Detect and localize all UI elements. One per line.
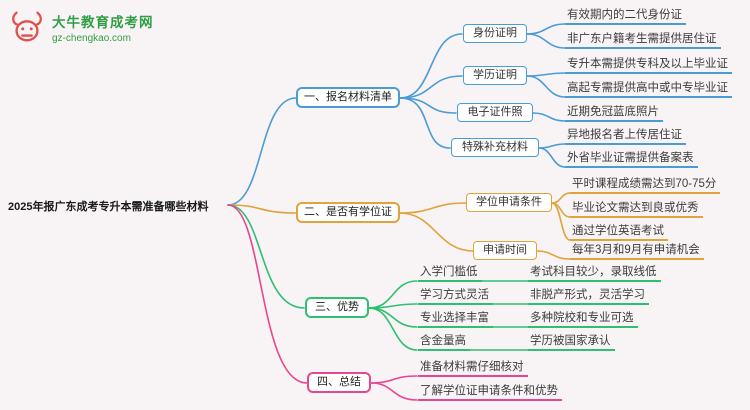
subtopic-flexible-study: 学习方式灵活 [418, 288, 493, 305]
leaf-node: 专升本需提供专科及以上毕业证 [565, 57, 732, 74]
branch-degree-certificate: 二、是否有学位证 [296, 202, 400, 223]
subtopic-major-choice: 专业选择丰富 [418, 311, 493, 328]
leaf-node: 异地报名者上传居住证 [565, 128, 686, 145]
branch-advantages: 三、优势 [305, 297, 369, 318]
branch-registration-materials: 一、报名材料清单 [296, 87, 400, 108]
subtopic-photo: 电子证件照 [457, 103, 533, 122]
leaf-node: 每年3月和9月有申请机会 [570, 243, 704, 260]
branch-summary: 四、总结 [307, 372, 371, 393]
leaf-node: 了解学位证申请条件和优势 [418, 384, 562, 401]
leaf-node: 有效期内的二代身份证 [565, 8, 686, 25]
leaf-node: 通过学位英语考试 [570, 224, 668, 241]
site-url: gz-chengkao.com [52, 32, 131, 44]
leaf-node: 毕业论文需达到良或优秀 [570, 201, 703, 218]
subtopic-education-proof: 学历证明 [463, 66, 527, 85]
leaf-node: 非脱产形式，灵活学习 [528, 288, 649, 305]
leaf-node: 近期免冠蓝底照片 [565, 105, 663, 122]
leaf-node: 考试科目较少，录取线低 [528, 265, 661, 282]
branch3-connectors [227, 204, 529, 351]
site-name: 大牛教育成考网 [52, 14, 154, 30]
leaf-node: 学历被国家承认 [528, 334, 615, 351]
leaf-node: 平时课程成绩需达到70-75分 [570, 177, 721, 194]
leaf-node: 外省毕业证需提供备案表 [565, 151, 698, 168]
subtopic-low-threshold: 入学门槛低 [418, 265, 482, 282]
mindmap-root-topic: 2025年报广东成考专升本需准备哪些材料 [8, 201, 209, 213]
logo-text: 大牛教育成考网 gz-chengkao.com [52, 11, 154, 44]
bull-logo-icon [12, 11, 42, 42]
subtopic-supplementary: 特殊补充材料 [451, 138, 539, 157]
site-logo[interactable]: 大牛教育成考网 gz-chengkao.com [8, 8, 154, 46]
subtopic-high-value: 含金量高 [418, 334, 470, 351]
subtopic-apply-time: 申请时间 [473, 241, 537, 260]
leaf-node: 高起专需提供高中或中专毕业证 [565, 81, 732, 98]
subtopic-identity-proof: 身份证明 [463, 24, 527, 43]
leaf-node: 准备材料需仔细核对 [418, 360, 528, 377]
leaf-node: 多种院校和专业可选 [528, 311, 638, 328]
subtopic-degree-conditions: 学位申请条件 [466, 193, 552, 212]
leaf-node: 非广东户籍考生需提供居住证 [565, 32, 721, 49]
